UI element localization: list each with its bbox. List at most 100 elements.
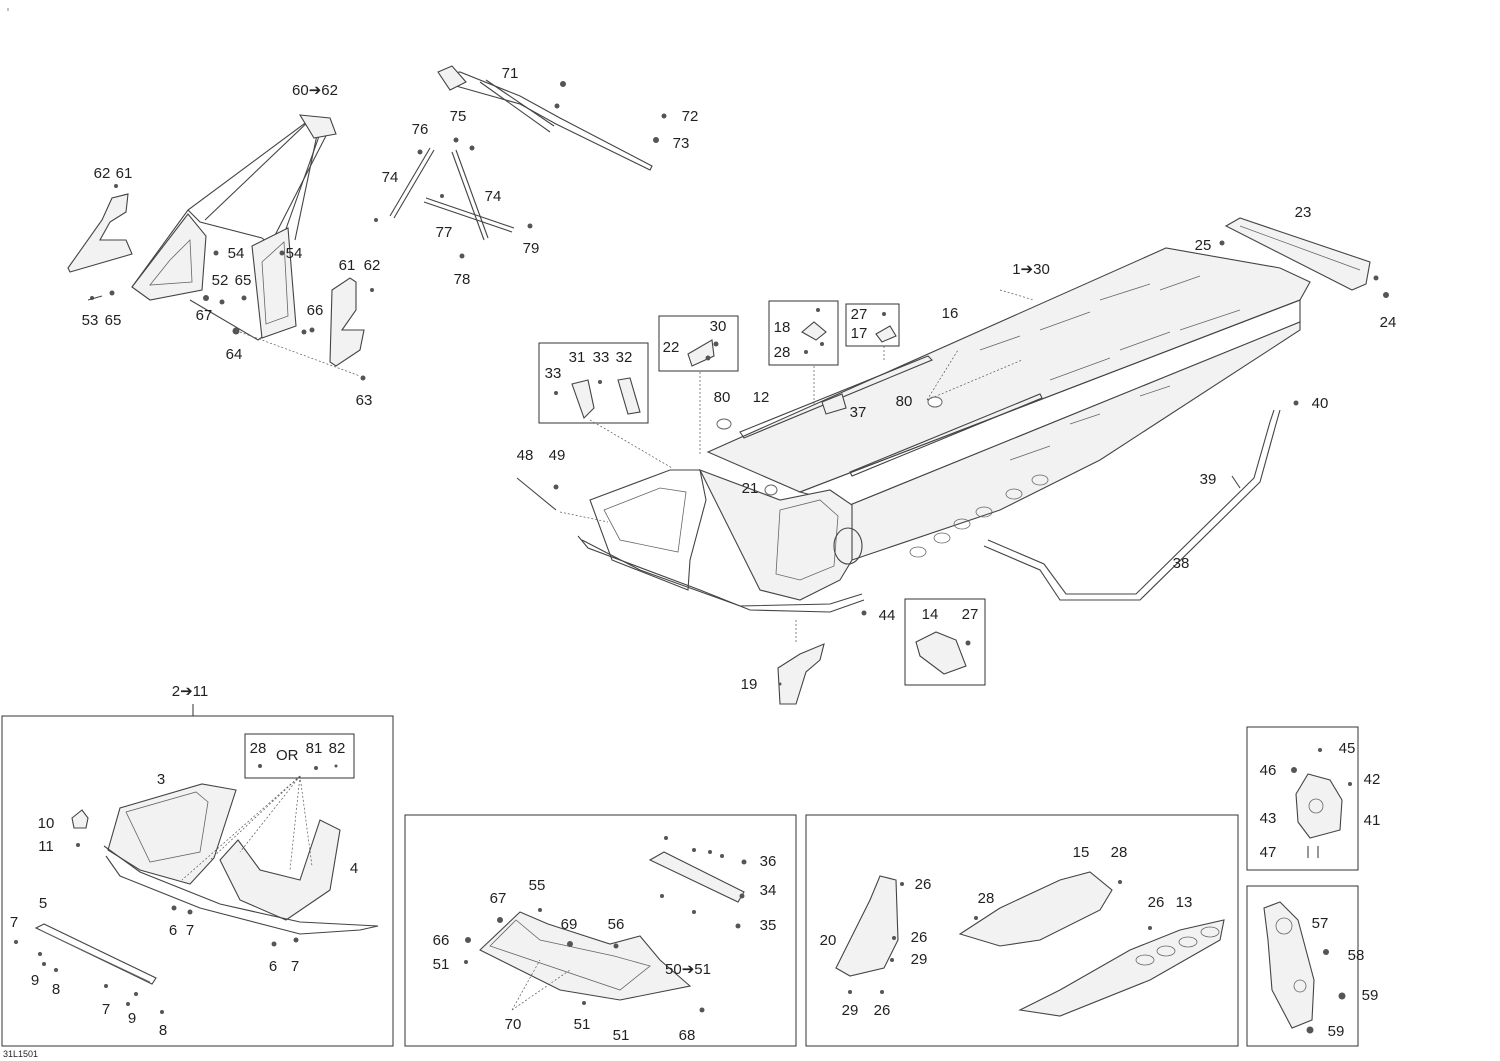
callout-l-42: 42 [1364,771,1381,788]
callout-l-27a: 27 [851,306,868,323]
callout-l-49: 49 [549,447,566,464]
callout-l-65a: 65 [235,272,252,289]
callout-l-79: 79 [523,240,540,257]
callout-l-60-62: 60➔62 [292,82,338,99]
callout-l-59a: 59 [1362,987,1379,1004]
callout-l-62b: 62 [364,257,381,274]
callout-l-46: 46 [1260,762,1277,779]
drawing-code: 31L1501 [3,1049,38,1059]
callout-l-44: 44 [879,607,896,624]
callout-l-20: 20 [820,932,837,949]
callout-l-71: 71 [502,65,519,82]
callout-l-54a: 54 [228,245,245,262]
callout-l-15: 15 [1073,844,1090,861]
callout-l-55: 55 [529,877,546,894]
callout-l-6b: 6 [269,958,277,975]
callout-l-67b: 67 [490,890,507,907]
callout-l-8a: 8 [52,981,60,998]
callout-l-75: 75 [450,108,467,125]
callout-l-36: 36 [760,853,777,870]
callout-l-43: 43 [1260,810,1277,827]
callout-l-12: 12 [753,389,770,406]
callout-l-28a: 28 [774,344,791,361]
callout-l-1-30: 1➔30 [1012,261,1050,278]
callout-l-40: 40 [1312,395,1329,412]
callout-l-65b: 65 [105,312,122,329]
callout-l-13: 13 [1176,894,1193,911]
cooler-holes [909,474,1049,558]
callout-l-67a: 67 [196,307,213,324]
detail-box-22-30 [658,315,739,372]
callout-l-25: 25 [1195,237,1212,254]
detail-box-57-59 [1246,885,1359,1047]
callout-l-26c: 26 [911,929,928,946]
callout-l-17: 17 [851,325,868,342]
callout-l-7d: 7 [102,1001,110,1018]
callout-l-68: 68 [679,1027,696,1044]
callout-l-32: 32 [616,349,633,366]
callout-l-7b: 7 [186,922,194,939]
callout-l-54b: 54 [286,245,303,262]
callout-l-16: 16 [942,305,959,322]
callout-l-63: 63 [356,392,373,409]
callout-l-7c: 7 [291,958,299,975]
detail-box-50-51 [404,814,797,1047]
or-label: OR [276,747,299,764]
callout-l-14: 14 [922,606,939,623]
callout-l-70: 70 [505,1016,522,1033]
callout-l-4: 4 [350,860,358,877]
callout-l-7a: 7 [10,914,18,931]
callout-l-51a: 51 [433,956,450,973]
callout-l-5: 5 [39,895,47,912]
callout-l-18: 18 [774,319,791,336]
callout-l-59b: 59 [1328,1023,1345,1040]
callout-l-52: 52 [212,272,229,289]
callout-l-6a: 6 [169,922,177,939]
callout-l-8b: 8 [159,1022,167,1039]
callout-l-80a: 80 [714,389,731,406]
callout-l-27b: 27 [962,606,979,623]
callout-l-61a: 61 [116,165,133,182]
steering-support-assembly [374,65,667,259]
callout-l-29b: 29 [842,1002,859,1019]
detail-box-13-29 [805,814,1239,1047]
callout-l-62a: 62 [94,165,111,182]
callout-l-26a: 26 [915,876,932,893]
tunnel-slots [979,275,1241,461]
detail-box-2-11 [1,704,394,1047]
callout-l-23: 23 [1295,204,1312,221]
detail-box-31-33 [538,342,649,424]
callout-l-26d: 26 [874,1002,891,1019]
callout-l-21: 21 [742,480,759,497]
callout-l-10: 10 [38,815,55,832]
callout-l-47: 47 [1260,844,1277,861]
front-upper-frame-assembly [67,114,374,381]
callout-l-28c: 28 [1111,844,1128,861]
detail-box-18-28 [768,300,839,366]
shield-holes [1135,926,1220,966]
callout-l-51c: 51 [613,1027,630,1044]
callout-l-74a: 74 [382,169,399,186]
callout-l-80b: 80 [896,393,913,410]
callout-l-78: 78 [454,271,471,288]
callout-l-24: 24 [1380,314,1397,331]
callout-l-30: 30 [710,318,727,335]
callout-l-19: 19 [741,676,758,693]
callout-l-3: 3 [157,771,165,788]
callout-l-81: 81 [306,740,323,757]
callout-l-76: 76 [412,121,429,138]
callout-l-37: 37 [850,404,867,421]
callout-l-50-51: 50➔51 [665,961,711,978]
callout-l-2-11: 2➔11 [172,683,208,700]
detail-box-17-27 [845,303,900,347]
callout-l-41: 41 [1364,812,1381,829]
callout-l-53: 53 [82,312,99,329]
callout-l-51b: 51 [574,1016,591,1033]
callout-l-74b: 74 [485,188,502,205]
callout-l-28d: 28 [978,890,995,907]
callout-l-64: 64 [226,346,243,363]
callout-l-26b: 26 [1148,894,1165,911]
callout-l-22: 22 [663,339,680,356]
callout-l-58: 58 [1348,947,1365,964]
